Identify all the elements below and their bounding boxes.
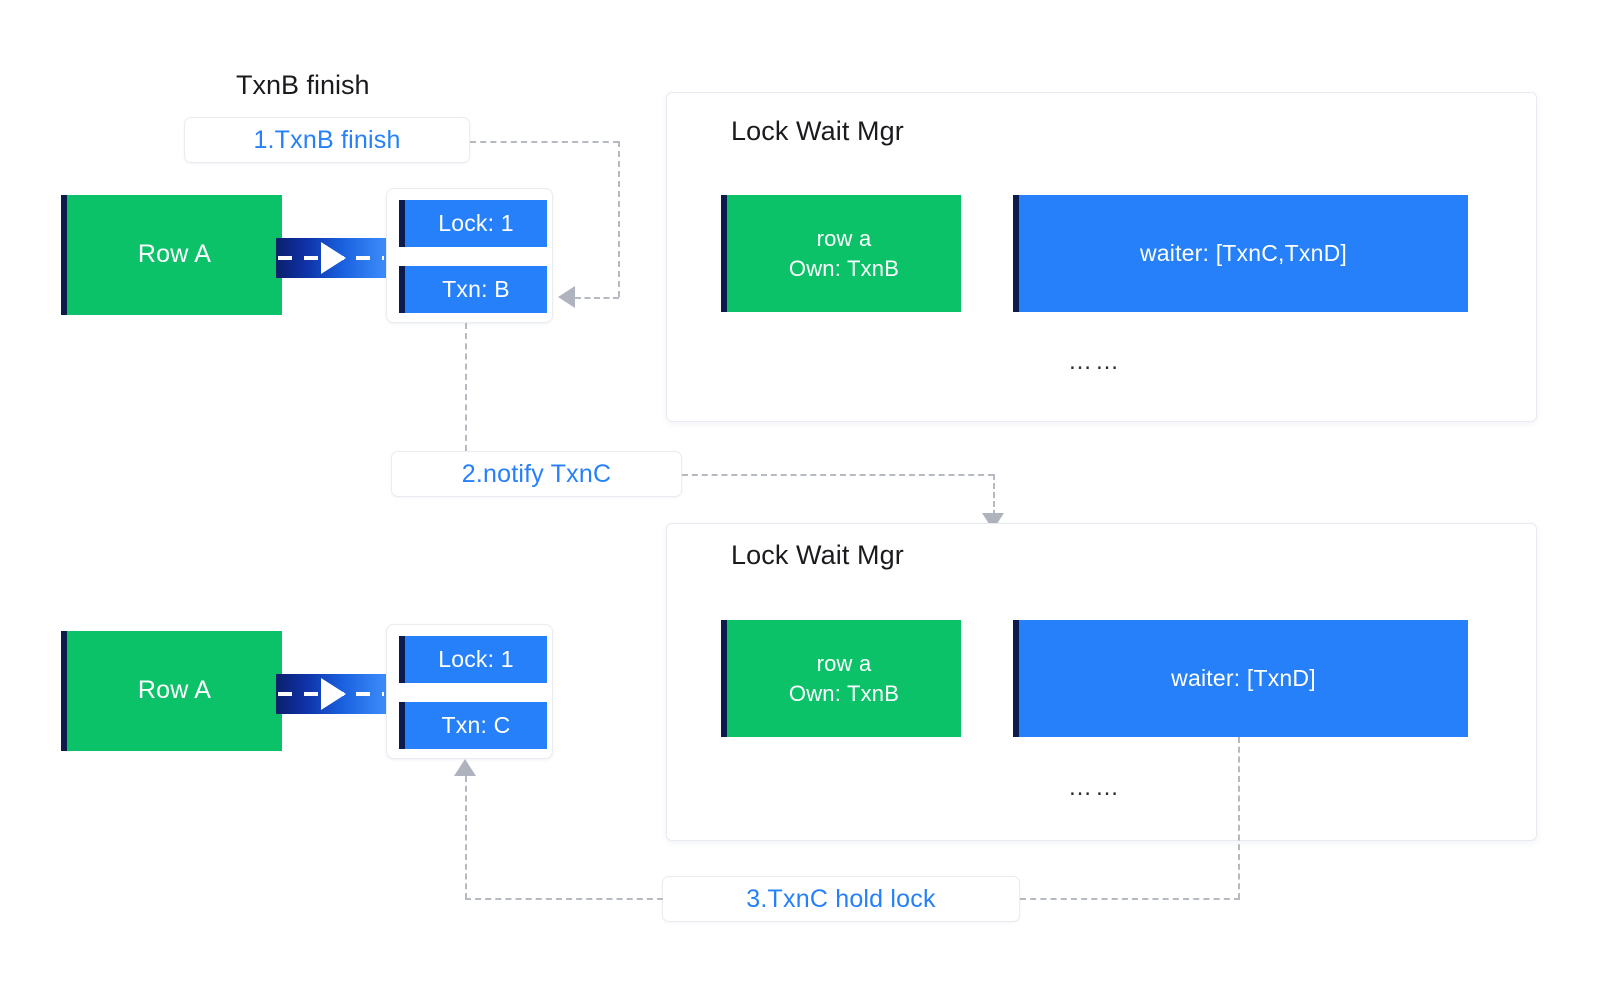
route-1-horizontal-top: [470, 141, 619, 143]
lock-card-bottom: Lock: 1 Txn: C: [386, 624, 553, 759]
lock-wait-mgr-title-bottom: Lock Wait Mgr: [731, 540, 904, 570]
route-1-vertical: [618, 141, 620, 297]
connector-arrow-top: [321, 242, 346, 274]
route-3-horizontal-right: [1020, 898, 1240, 900]
step-3-label[interactable]: 3.TxnC hold lock: [662, 876, 1020, 922]
txn-pill-top: Txn: B: [399, 266, 547, 313]
owner-txn-label-bottom: Own: TxnB: [788, 680, 900, 706]
route-3-vertical-right: [1238, 737, 1240, 899]
row-to-lock-connector-top: [276, 238, 386, 278]
route-3-horizontal-left: [465, 898, 663, 900]
waiter-block-bottom: waiter: [TxnD]: [1013, 620, 1468, 737]
step-1-label[interactable]: 1.TxnB finish: [184, 117, 470, 163]
lock-pill-bottom-label: Lock: 1: [438, 645, 514, 672]
row-block-bottom-label: Row A: [137, 676, 212, 705]
txn-pill-bottom-label: Txn: C: [441, 711, 511, 738]
route-3-arrowhead: [454, 759, 476, 776]
ellipsis-bottom: ……: [1068, 774, 1122, 801]
lock-wait-mgr-title-top: Lock Wait Mgr: [731, 116, 904, 146]
route-3-vertical-left: [465, 776, 467, 899]
txn-pill-bottom: Txn: C: [399, 702, 547, 749]
route-2-horizontal: [682, 474, 994, 476]
row-to-lock-connector-bottom: [276, 674, 386, 714]
lock-card-top: Lock: 1 Txn: B: [386, 188, 553, 323]
route-1-horizontal-in: [575, 297, 619, 299]
owner-row-label-top: row a: [816, 225, 872, 251]
owner-row-label-bottom: row a: [816, 650, 872, 676]
waiter-block-top: waiter: [TxnC,TxnD]: [1013, 195, 1468, 312]
row-block-top-label: Row A: [137, 240, 212, 269]
owner-txn-label-top: Own: TxnB: [788, 255, 900, 281]
connector-arrow-bottom: [321, 678, 346, 710]
waiter-label-top: waiter: [TxnC,TxnD]: [1139, 239, 1347, 266]
txn-pill-top-label: Txn: B: [442, 275, 510, 302]
owner-block-top: row a Own: TxnB: [721, 195, 961, 312]
route-1-arrowhead: [558, 286, 575, 308]
lock-pill-bottom: Lock: 1: [399, 636, 547, 683]
ellipsis-top: ……: [1068, 348, 1122, 375]
diagram-heading: TxnB finish: [236, 70, 370, 100]
waiter-label-bottom: waiter: [TxnD]: [1171, 664, 1316, 691]
lock-pill-top-label: Lock: 1: [438, 209, 514, 236]
route-2-vertical-down: [993, 474, 995, 516]
owner-block-bottom: row a Own: TxnB: [721, 620, 961, 737]
route-2-vertical-up: [465, 323, 467, 451]
row-block-bottom: Row A: [61, 631, 282, 751]
lock-pill-top: Lock: 1: [399, 200, 547, 247]
row-block-top: Row A: [61, 195, 282, 315]
step-2-label[interactable]: 2.notify TxnC: [391, 451, 682, 497]
